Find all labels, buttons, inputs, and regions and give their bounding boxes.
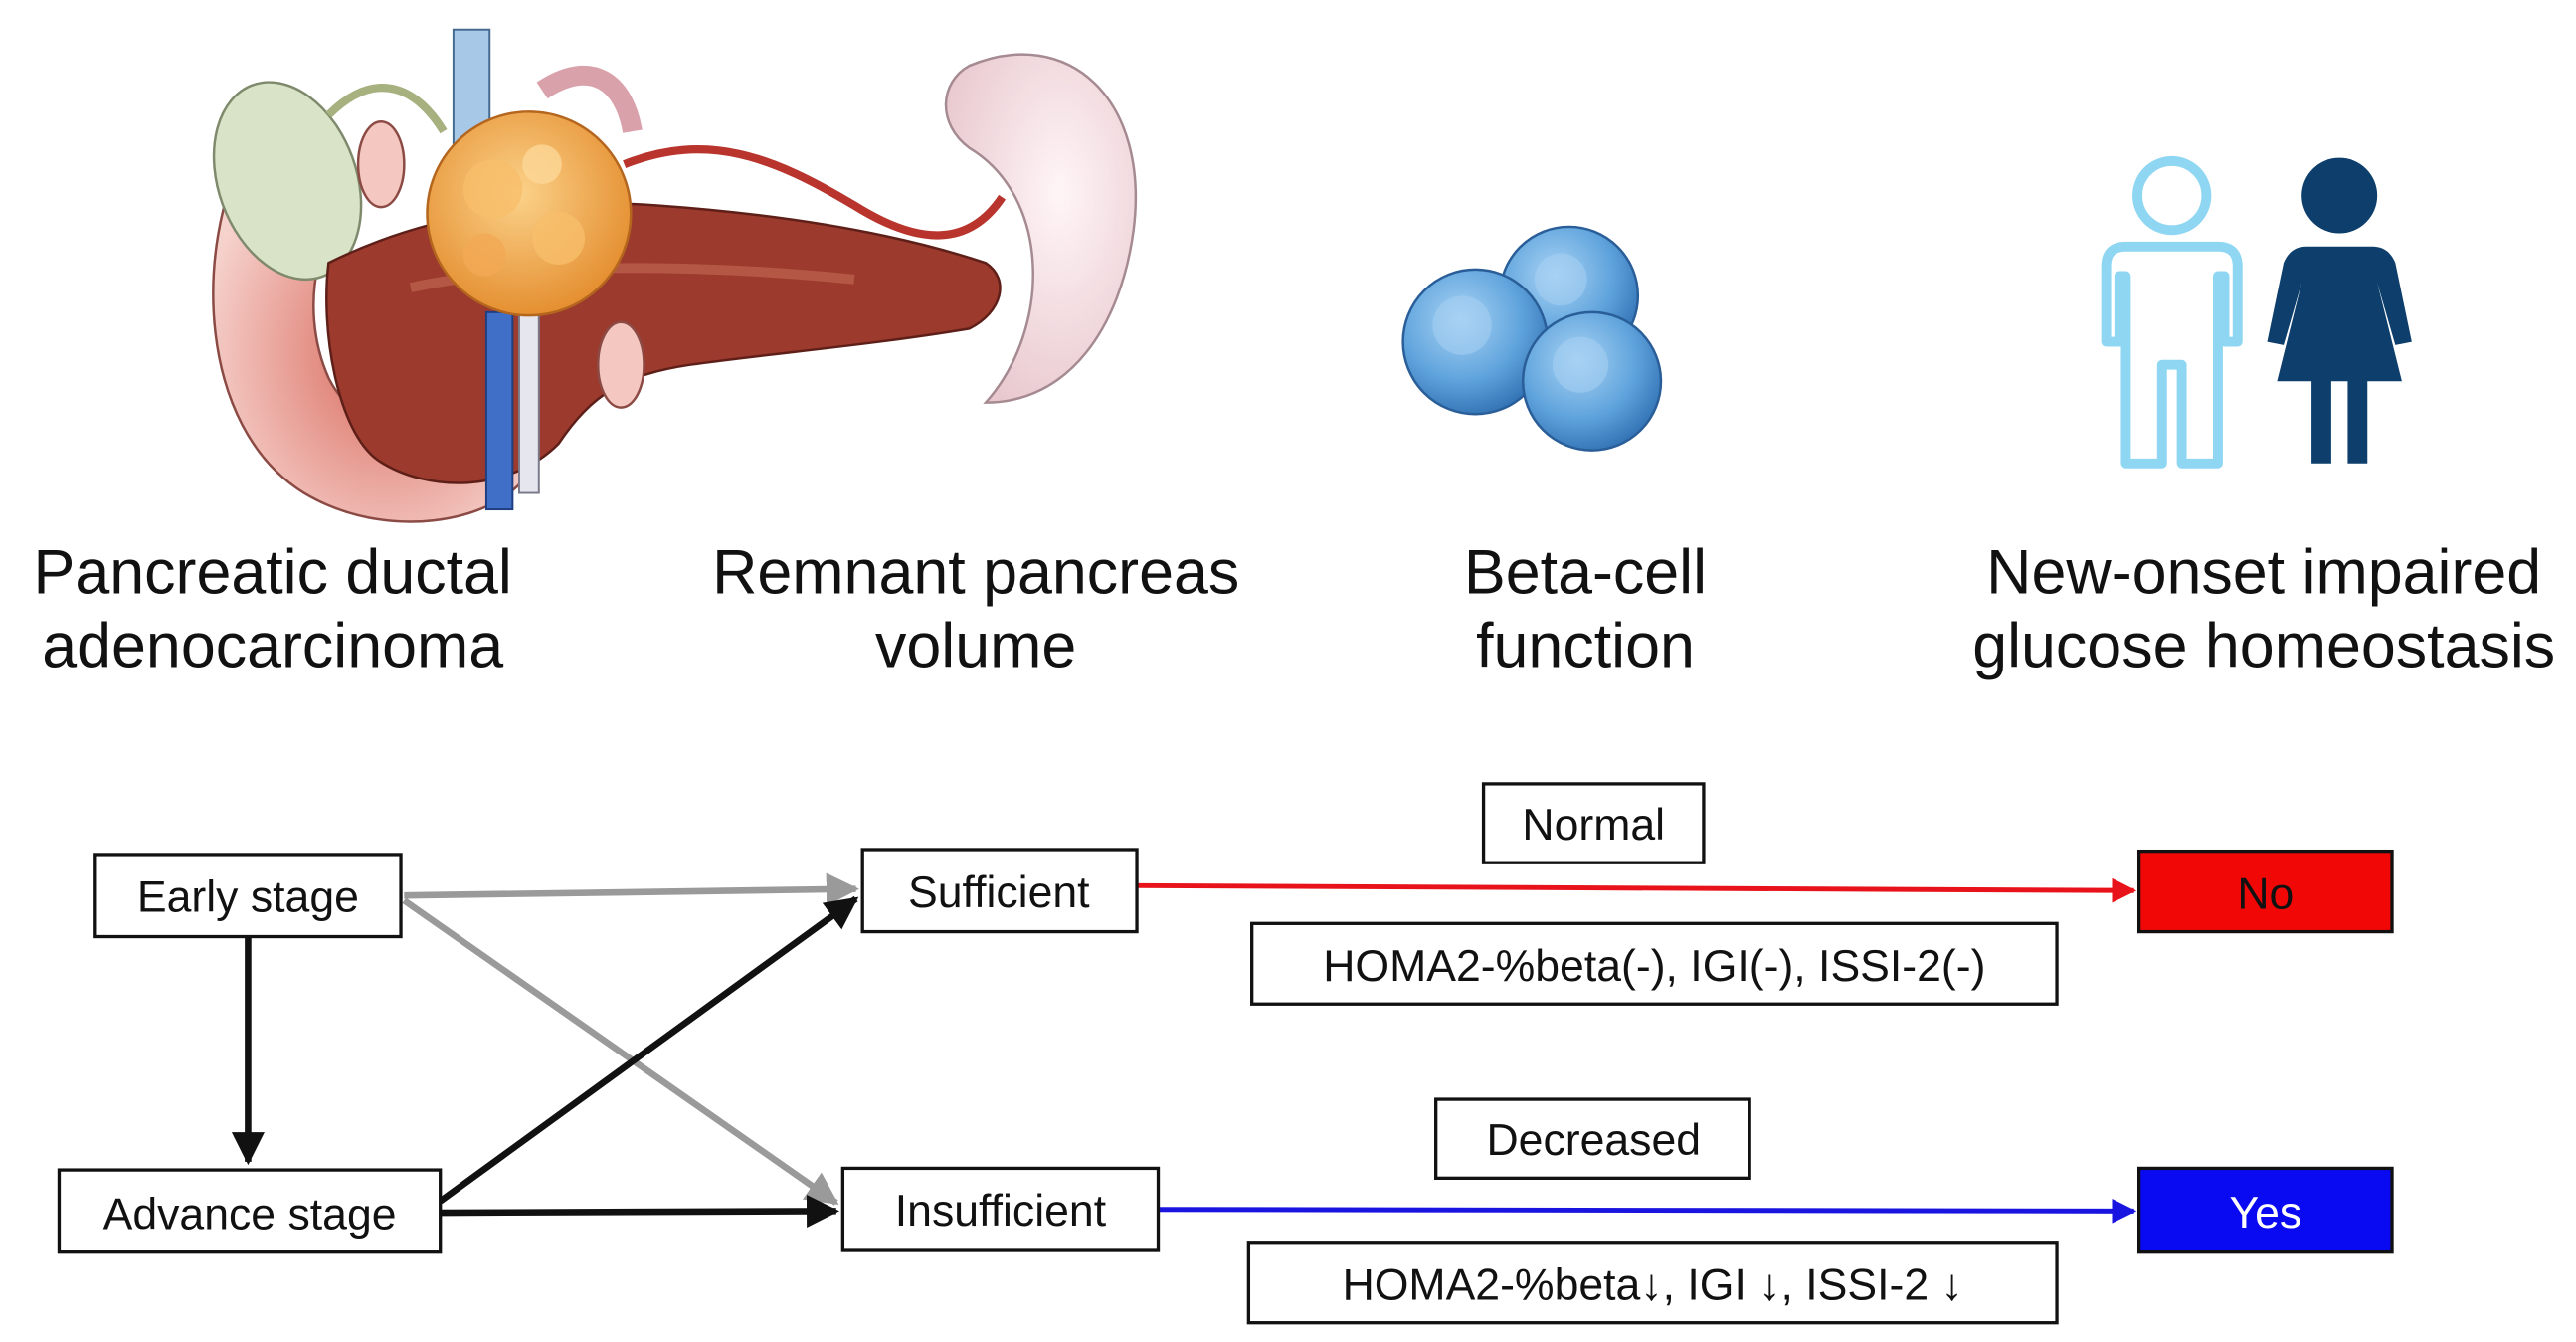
woman-icon	[2267, 157, 2412, 464]
advance-stage-label: Advance stage	[103, 1191, 397, 1240]
sufficient-label: Sufficient	[908, 868, 1090, 917]
col-label-glucose-1: New-onset impaired	[1986, 537, 2541, 607]
outcome-yes-label: Yes	[2229, 1189, 2301, 1238]
column-labels: Pancreatic ductal adenocarcinoma Remnant…	[34, 537, 2556, 680]
arrow-early-to-insufficient	[402, 897, 839, 1206]
box-normal-indices: HOMA2-%beta(-), IGI(-), ISSI-2(-)	[1250, 921, 2059, 1006]
box-decreased-indices: HOMA2-%beta↓, IGI ↓, ISSI-2 ↓	[1246, 1241, 2059, 1325]
box-decreased: Decreased	[1434, 1097, 1751, 1180]
box-normal: Normal	[1481, 782, 1706, 864]
pancreas-illustration	[212, 28, 1137, 523]
col-label-volume-1: Remnant pancreas	[712, 537, 1239, 607]
early-stage-label: Early stage	[137, 873, 359, 922]
col-label-pdac-1: Pancreatic ductal	[34, 537, 512, 607]
arrow-sufficient-to-no	[1137, 877, 2137, 903]
beta-cell-icon	[1401, 225, 1663, 452]
col-label-pdac-2: adenocarcinoma	[42, 612, 503, 681]
arrows	[231, 872, 2137, 1229]
col-label-beta-2: function	[1476, 612, 1695, 681]
arrow-advance-to-insufficient	[440, 1194, 840, 1229]
col-label-glucose-2: glucose homeostasis	[1972, 612, 2555, 681]
decreased-indices-label: HOMA2-%beta↓, IGI ↓, ISSI-2 ↓	[1343, 1261, 1963, 1310]
arrow-insufficient-to-yes	[1158, 1198, 2137, 1224]
insufficient-label: Insufficient	[895, 1187, 1107, 1236]
outcome-no-label: No	[2237, 869, 2294, 918]
box-insufficient: Insufficient	[840, 1166, 1161, 1252]
man-icon	[2101, 155, 2243, 469]
arrow-advance-to-sufficient	[438, 895, 859, 1205]
box-advance-stage: Advance stage	[57, 1168, 443, 1254]
box-yes: Yes	[2136, 1166, 2394, 1254]
normal-label: Normal	[1522, 801, 1665, 850]
box-sufficient: Sufficient	[860, 848, 1139, 934]
normal-indices-label: HOMA2-%beta(-), IGI(-), ISSI-2(-)	[1323, 942, 1985, 991]
arrow-early-to-sufficient	[404, 872, 859, 906]
col-label-volume-2: volume	[875, 612, 1076, 681]
box-no: No	[2136, 849, 2394, 934]
decreased-label: Decreased	[1486, 1116, 1701, 1165]
col-label-beta-1: Beta-cell	[1464, 537, 1707, 607]
box-early-stage: Early stage	[93, 853, 403, 939]
